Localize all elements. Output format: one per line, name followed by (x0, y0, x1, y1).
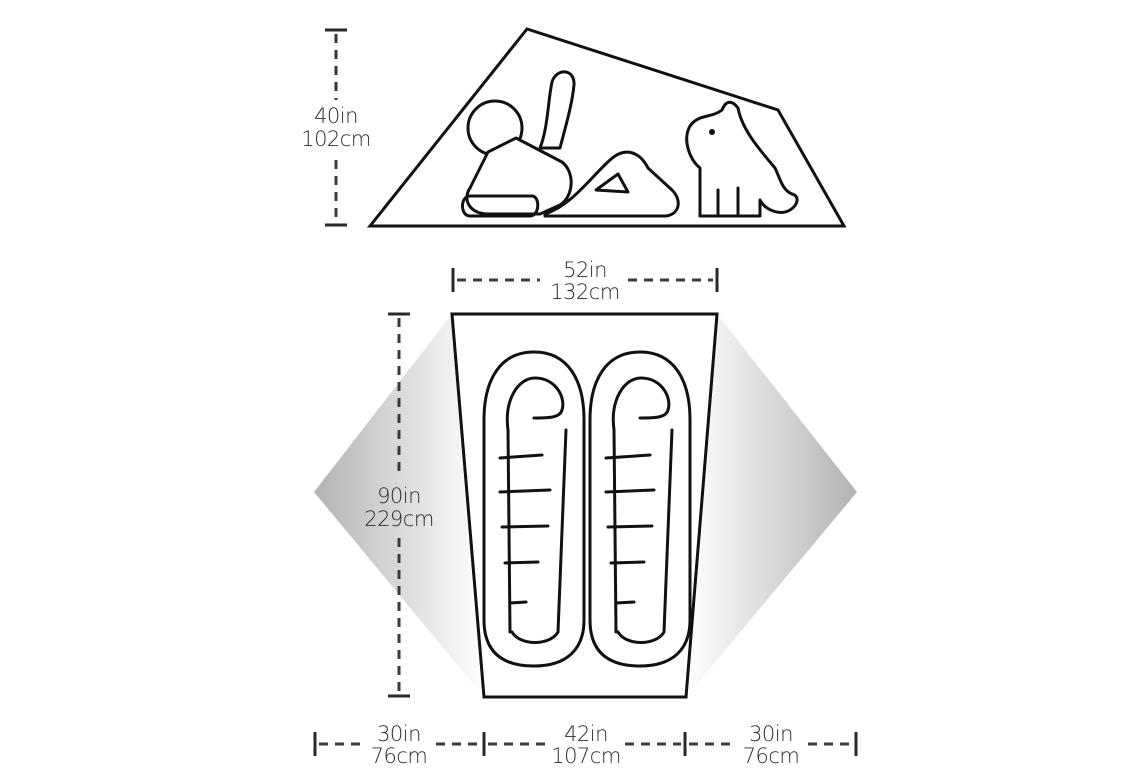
sleeping-bag-left-icon (482, 350, 586, 668)
head-width-in-label: 52in (563, 258, 607, 282)
person-reclining-icon (461, 70, 680, 218)
length-dimension: 90in 229cm (364, 312, 434, 698)
head-width-cm-label: 132cm (550, 280, 620, 304)
foot-width-cm-label: 107cm (551, 744, 621, 768)
bottom-dimensions: 30in 76cm 42in 107cm 30in 76cm (313, 722, 858, 768)
vestibule-left-cm-label: 76cm (371, 744, 428, 768)
height-dimension: 40in 102cm (301, 28, 371, 227)
side-view: 40in 102cm (301, 27, 847, 228)
height-cm-label: 102cm (301, 127, 371, 151)
length-in-label: 90in (377, 484, 421, 508)
dog-icon (685, 100, 799, 218)
length-cm-label: 229cm (364, 507, 434, 531)
vestibule-right-in-label: 30in (749, 722, 793, 746)
floor-plan: 52in 132cm 90in 229cm 30in 76cm (313, 258, 858, 768)
foot-width-in-label: 42in (564, 722, 608, 746)
vestibule-right (686, 314, 857, 697)
vestibule-left (314, 314, 484, 697)
vestibule-left-in-label: 30in (377, 722, 421, 746)
head-width-dimension: 52in 132cm (451, 258, 719, 304)
sleeping-bag-right-icon (588, 350, 692, 668)
vestibule-right-cm-label: 76cm (743, 744, 800, 768)
height-in-label: 40in (314, 104, 358, 128)
